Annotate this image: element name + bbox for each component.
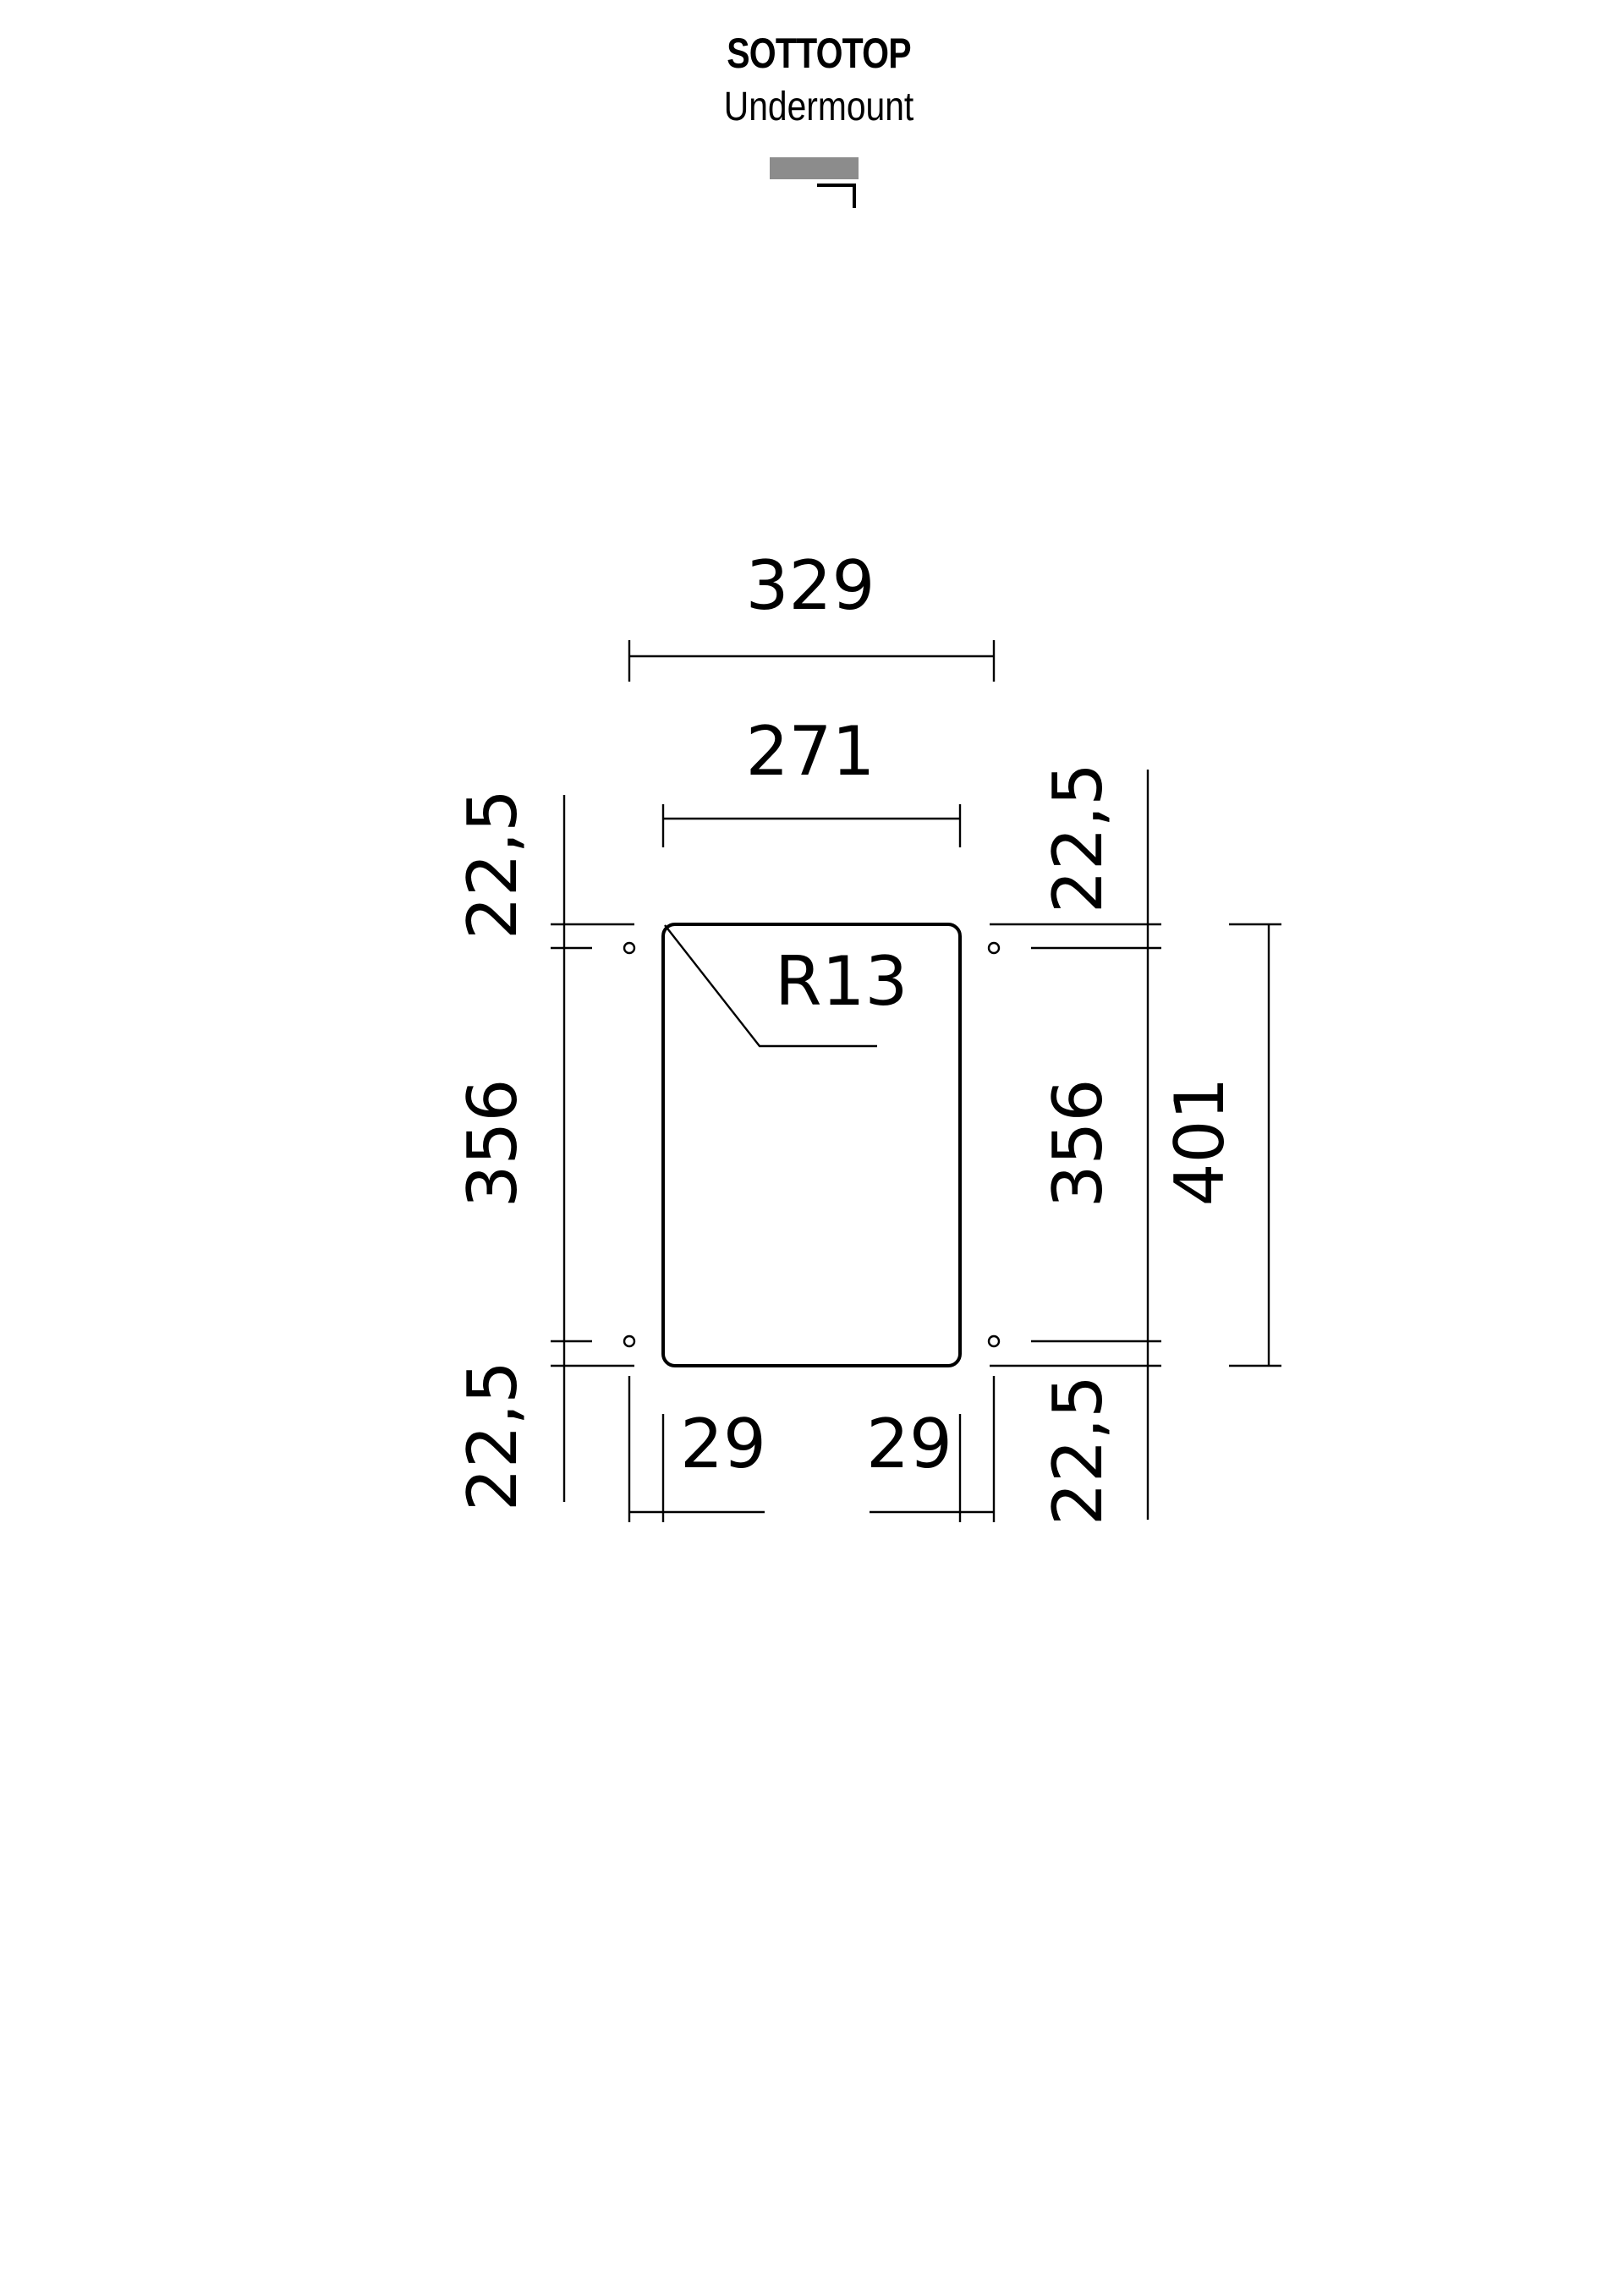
sink-outline: [661, 923, 962, 1367]
mounting-hole-bottom-right: [987, 1334, 1001, 1348]
overall-width-dimension: 329: [628, 546, 996, 682]
corner-radius-leader: R13: [664, 924, 908, 1048]
bottom-offset-dimensions: 29 29: [628, 1376, 996, 1522]
right-bottom-offset-label: 22,5: [1039, 1375, 1117, 1526]
bottom-right-offset-label: 29: [866, 1405, 952, 1483]
left-top-offset-label: 22,5: [453, 789, 532, 940]
right-height-label: 356: [1039, 1079, 1117, 1208]
bottom-left-offset-label: 29: [680, 1405, 766, 1483]
mounting-hole-top-left: [623, 941, 636, 955]
undermount-symbol-icon: [770, 157, 859, 208]
inner-width-label: 271: [746, 712, 875, 791]
mounting-holes: [623, 941, 1001, 1348]
corner-radius-label: R13: [775, 942, 908, 1021]
right-top-offset-label: 22,5: [1039, 763, 1117, 913]
overall-width-label: 329: [746, 546, 875, 625]
left-vertical-dimension: 22,5 356 22,5: [453, 789, 634, 1511]
right-vertical-dimension: 22,5 356 22,5: [990, 763, 1161, 1526]
left-bottom-offset-label: 22,5: [453, 1361, 532, 1511]
overall-height-label: 401: [1160, 1077, 1239, 1207]
left-height-label: 356: [453, 1079, 532, 1208]
header-subtitle: Undermount: [723, 85, 914, 129]
mounting-hole-bottom-left: [623, 1334, 636, 1348]
inner-width-dimension: 271: [661, 712, 962, 847]
header: SOTTOTOP Undermount: [0, 25, 1624, 134]
mounting-hole-top-right: [987, 941, 1001, 955]
header-title: SOTTOTOP: [727, 30, 911, 77]
overall-height-dimension: 401: [1160, 923, 1281, 1367]
